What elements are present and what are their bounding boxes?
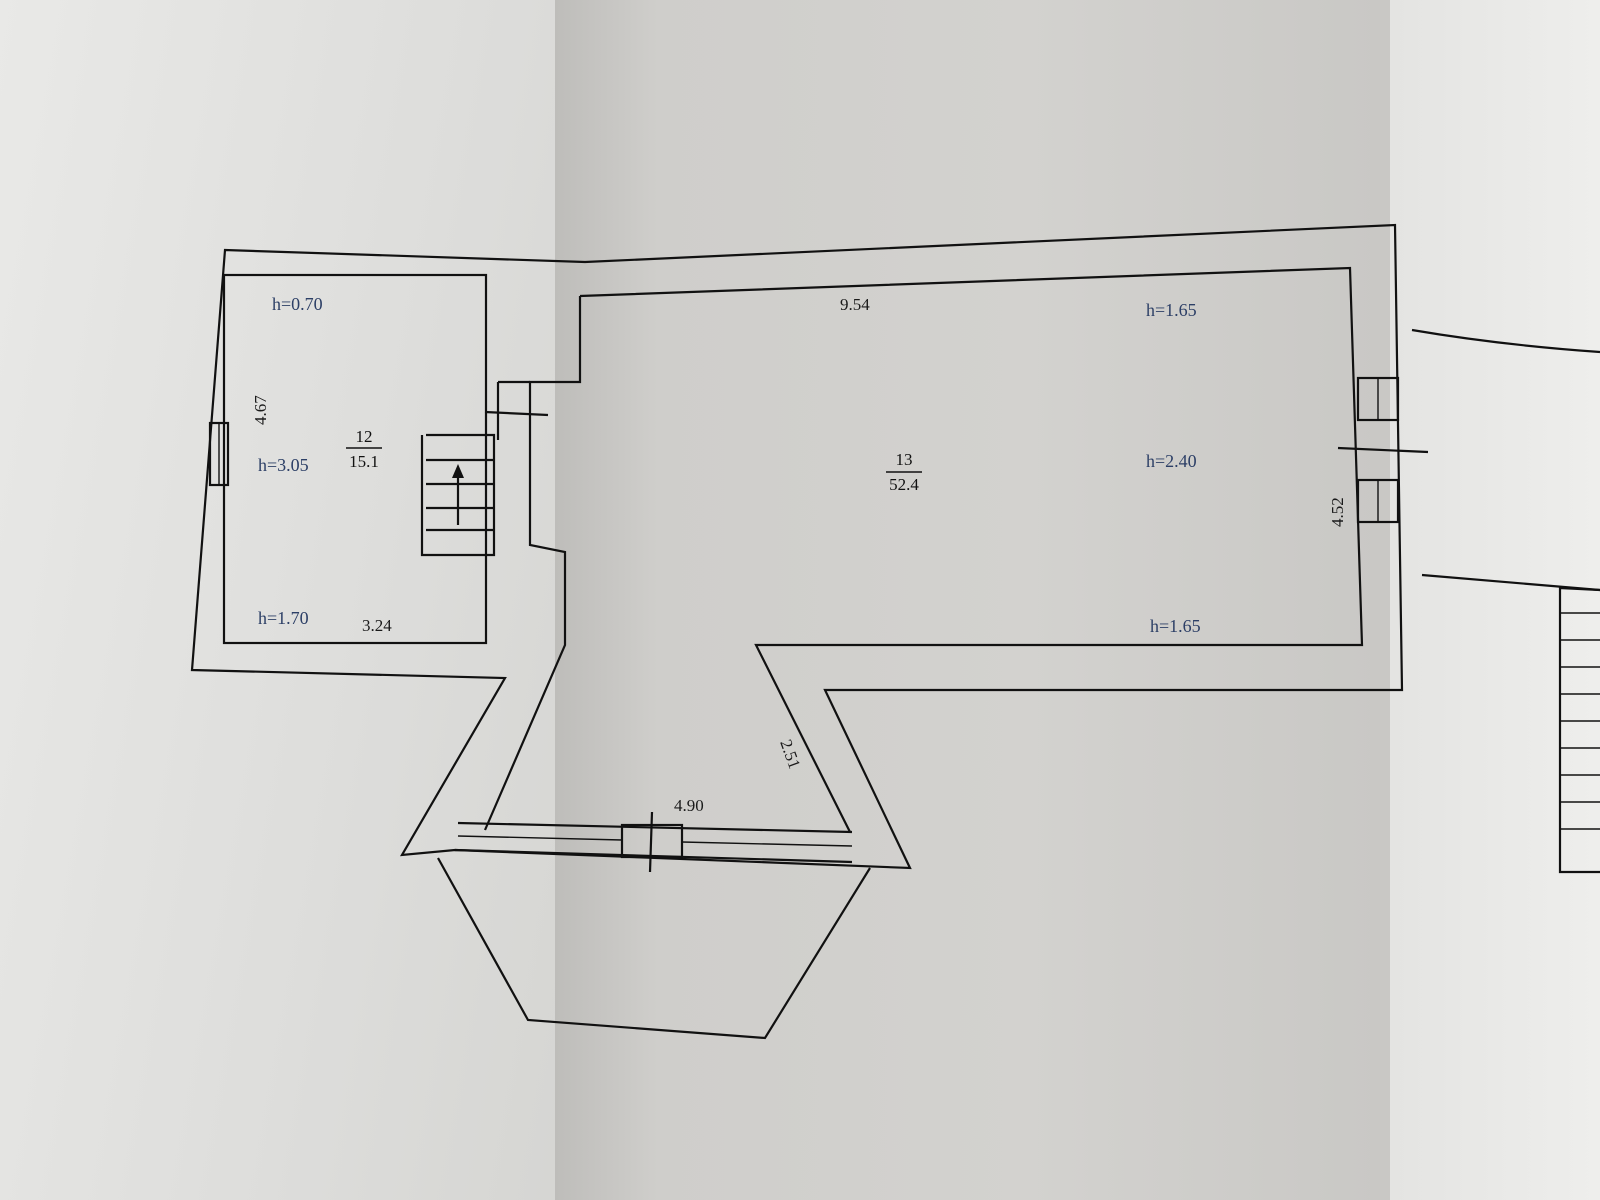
dimension-label: 9.54 xyxy=(840,295,870,314)
dimension-label: 4.90 xyxy=(674,796,704,815)
bay-window-top xyxy=(457,821,853,834)
adjacent-stair-frame xyxy=(1558,586,1600,874)
stair-arrow-head xyxy=(452,464,464,478)
room-13-outline xyxy=(579,266,1364,833)
bay-door-axis xyxy=(648,811,654,873)
height-label: h=2.40 xyxy=(1146,451,1197,471)
outer-wall xyxy=(190,223,1404,870)
bay-window-mid-b xyxy=(681,841,853,847)
room-12-number: 12 xyxy=(356,427,373,446)
bay-window-mid-a xyxy=(457,835,623,841)
center-paper-sheet xyxy=(555,0,1415,1200)
dimension-label: 3.24 xyxy=(362,616,392,635)
room-12-area: 15.1 xyxy=(349,452,379,471)
height-label: h=1.65 xyxy=(1146,300,1197,320)
adjacent-building-edge xyxy=(1411,328,1600,354)
height-label: h=1.65 xyxy=(1150,616,1201,636)
room-13-area: 52.4 xyxy=(889,475,919,494)
bay-outline xyxy=(437,857,871,1040)
staircase xyxy=(420,433,496,557)
room-13-number: 13 xyxy=(896,450,913,469)
height-label: h=0.70 xyxy=(272,294,323,314)
dimension-label: 4.67 xyxy=(251,395,270,425)
dimension-label: 4.52 xyxy=(1328,497,1347,527)
dimension-label: 2.51 xyxy=(776,737,804,771)
doorway-mark xyxy=(484,410,549,417)
right-axis-mark xyxy=(1337,446,1429,454)
corridor-wall xyxy=(483,296,582,831)
left-paper-sheet xyxy=(0,0,585,1200)
height-label: h=3.05 xyxy=(258,455,309,475)
right-paper-sheet xyxy=(1390,0,1600,1200)
height-label: h=1.70 xyxy=(258,608,309,628)
